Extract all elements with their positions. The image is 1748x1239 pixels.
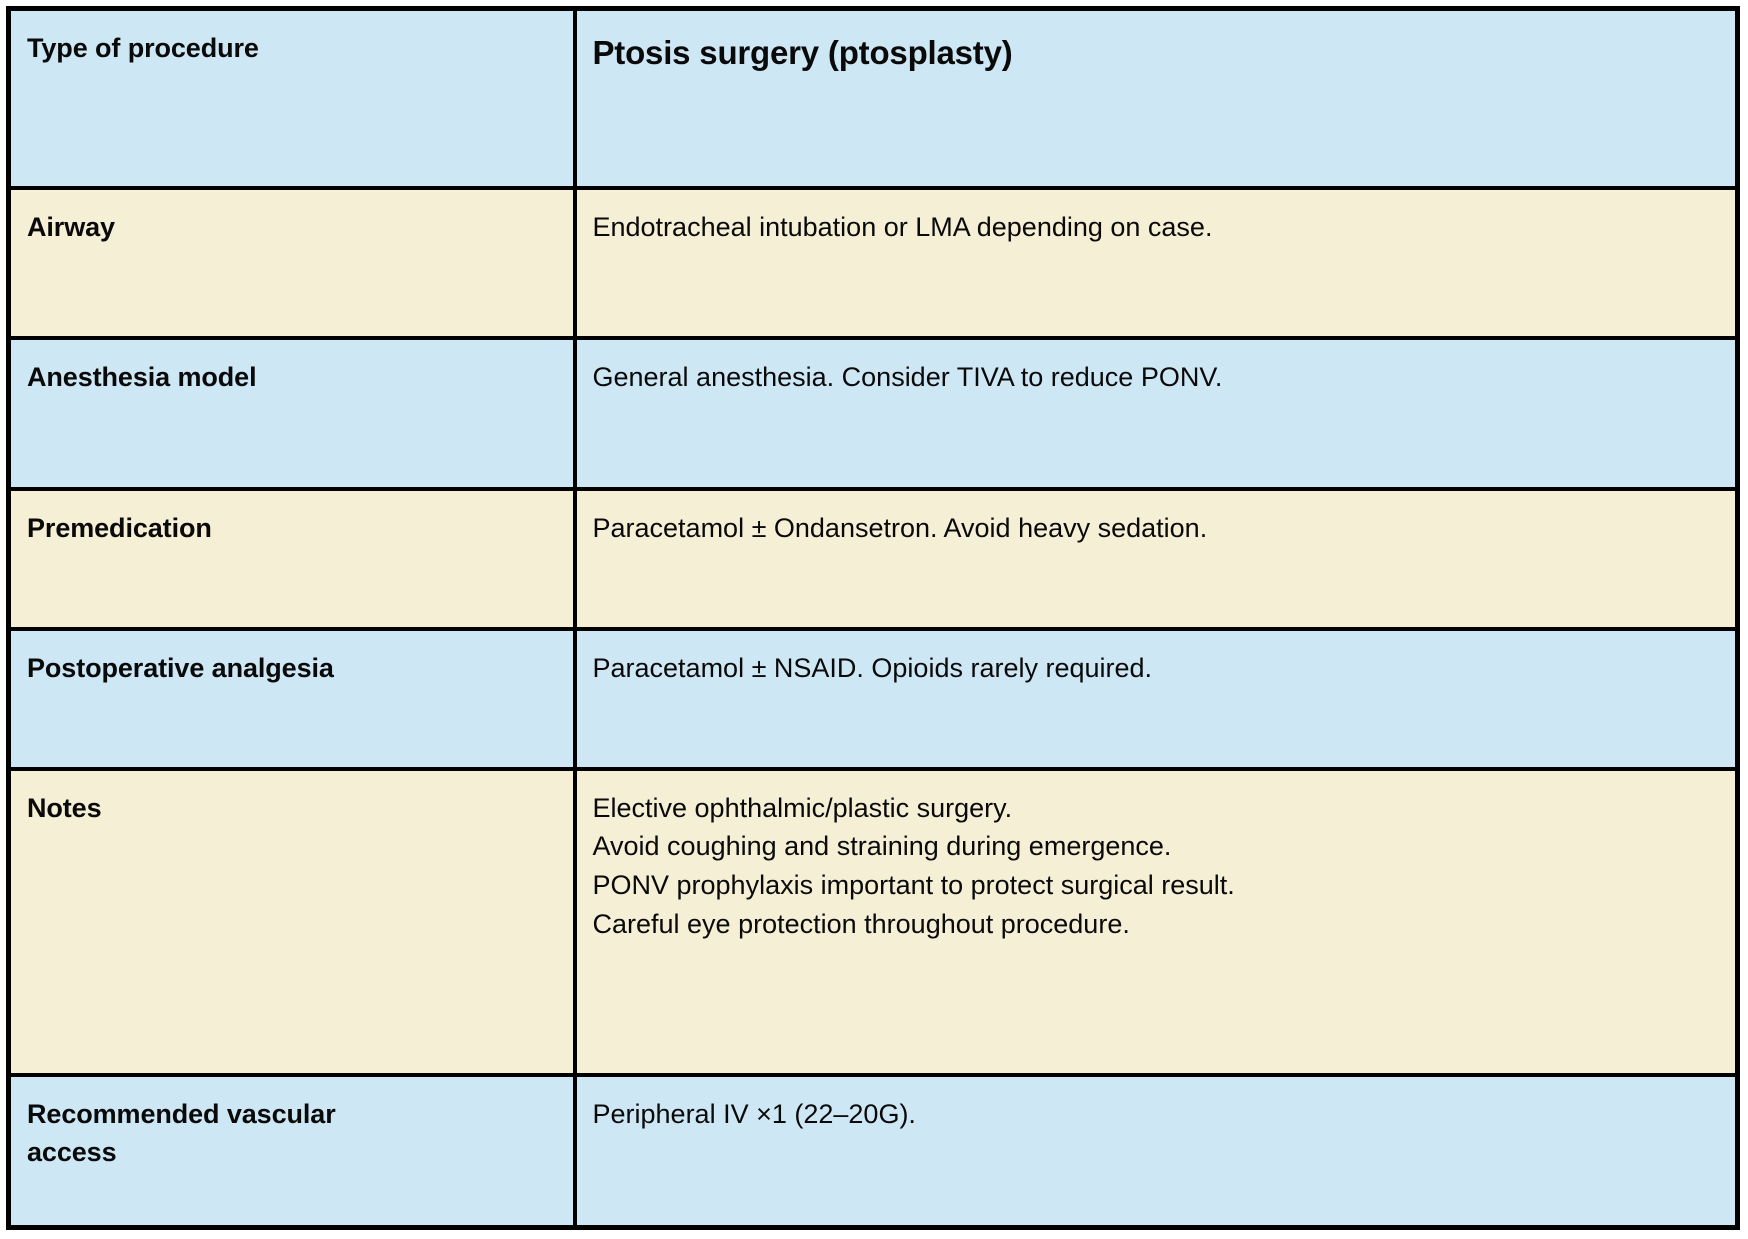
procedure-table: Type of procedure Ptosis surgery (ptospl… bbox=[6, 6, 1740, 1230]
row-value-notes: Elective ophthalmic/plastic surgery. Avo… bbox=[572, 766, 1740, 1077]
row-value-postoperative-analgesia: Paracetamol ± NSAID. Opioids rarely requ… bbox=[572, 626, 1740, 771]
notes-line-2: Avoid coughing and straining during emer… bbox=[592, 831, 1172, 862]
table-row-anesthesia-model: Anesthesia model General anesthesia. Con… bbox=[6, 336, 1740, 492]
notes-line-1: Elective ophthalmic/plastic surgery. bbox=[592, 792, 1013, 823]
row-label-airway: Airway bbox=[6, 185, 577, 341]
table-row-recommended-vascular-access: Recommended vascular access Peripheral I… bbox=[6, 1072, 1740, 1230]
row-value-premedication: Paracetamol ± Ondansetron. Avoid heavy s… bbox=[572, 487, 1740, 631]
row-value-type-of-procedure: Ptosis surgery (ptosplasty) bbox=[572, 6, 1740, 190]
vascular-access-label-line-1: Recommended vascular bbox=[27, 1098, 336, 1129]
table-row-premedication: Premedication Paracetamol ± Ondansetron.… bbox=[6, 487, 1740, 631]
table-body: Type of procedure Ptosis surgery (ptospl… bbox=[6, 6, 1740, 1230]
notes-line-3: PONV prophylaxis important to protect su… bbox=[592, 869, 1235, 900]
row-value-anesthesia-model: General anesthesia. Consider TIVA to red… bbox=[572, 336, 1740, 492]
row-label-postoperative-analgesia: Postoperative analgesia bbox=[6, 626, 577, 771]
row-label-recommended-vascular-access: Recommended vascular access bbox=[6, 1072, 577, 1230]
vascular-access-label-line-2: access bbox=[27, 1137, 117, 1168]
table-row-airway: Airway Endotracheal intubation or LMA de… bbox=[6, 185, 1740, 341]
table-row-notes: Notes Elective ophthalmic/plastic surger… bbox=[6, 766, 1740, 1077]
notes-line-4: Careful eye protection throughout proced… bbox=[592, 908, 1130, 939]
row-label-premedication: Premedication bbox=[6, 487, 577, 631]
row-label-notes: Notes bbox=[6, 766, 577, 1077]
table-row-type-of-procedure: Type of procedure Ptosis surgery (ptospl… bbox=[6, 6, 1740, 190]
row-label-type-of-procedure: Type of procedure bbox=[6, 6, 577, 190]
row-value-recommended-vascular-access: Peripheral IV ×1 (22–20G). bbox=[572, 1072, 1740, 1230]
table-row-postoperative-analgesia: Postoperative analgesia Paracetamol ± NS… bbox=[6, 626, 1740, 771]
row-value-airway: Endotracheal intubation or LMA depending… bbox=[572, 185, 1740, 341]
row-label-anesthesia-model: Anesthesia model bbox=[6, 336, 577, 492]
